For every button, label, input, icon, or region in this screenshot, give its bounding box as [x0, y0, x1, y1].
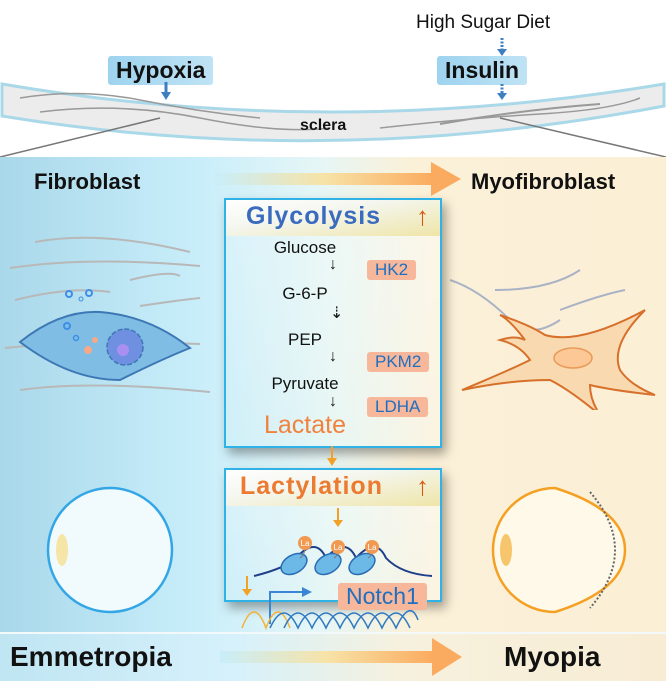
glycolysis-panel: Glycolysis ↑ Glucose ↓ HK2 G-6-P ⇣ PEP ↓…: [224, 198, 442, 448]
metabolite-pyruvate: Pyruvate: [271, 374, 339, 393]
lactate-to-lactylation-arrow: [327, 446, 337, 466]
lactyl-marks: [298, 536, 379, 554]
gene-notch1: Notch1: [338, 583, 427, 610]
fibroblast-to-myofibroblast-arrow: [215, 162, 461, 196]
metabolite-glucose: Glucose: [273, 238, 337, 257]
step-arrow-3: ↓: [329, 393, 337, 410]
sclera-band: [0, 82, 666, 143]
metabolite-g6p: G-6-P: [282, 284, 328, 303]
step-arrow-2: ↓: [329, 348, 337, 365]
myofibroblast-cell-icon: [450, 269, 656, 410]
insulin-tag: Insulin: [437, 56, 528, 85]
glycolysis-up-arrow: ↑: [416, 201, 429, 231]
diet-to-insulin-arrow: [497, 38, 507, 56]
myopia-label: Myopia: [504, 641, 601, 672]
la-mark-1: La: [301, 539, 310, 548]
sclera-label: sclera: [300, 117, 347, 134]
nucleosome-chain-icon: La La La: [253, 508, 433, 577]
lactylation-header: [226, 470, 440, 506]
transcription-icon: [241, 576, 419, 631]
la-mark-3: La: [368, 543, 377, 552]
lactylation-up-arrow: ↑: [416, 471, 429, 501]
lactylation-title: Lactylation: [240, 472, 383, 500]
sclera-illustration: [0, 82, 666, 158]
emmetropia-to-myopia-arrow: [220, 638, 462, 676]
step-arrow-1: ↓: [329, 256, 337, 273]
enzyme-hk2: HK2: [367, 260, 417, 280]
emmetropia-label: Emmetropia: [10, 641, 172, 672]
hypoxia-tag: Hypoxia: [108, 56, 214, 85]
metabolite-pep: PEP: [287, 330, 323, 349]
la-mark-2: La: [334, 543, 343, 552]
fibroblast-cell-icon: [4, 236, 211, 393]
enzyme-pkm2: PKM2: [367, 352, 430, 372]
glycolysis-header: [226, 200, 440, 236]
myofibroblast-label: Myofibroblast: [471, 169, 616, 194]
lactylation-panel: Lactylation ↑ La La La: [224, 468, 442, 602]
step-arrow-dotted: ⇣: [330, 305, 344, 322]
myopic-eye-icon: [491, 486, 627, 614]
enzyme-ldha: LDHA: [367, 397, 429, 417]
glycolysis-title: Glycolysis: [246, 202, 382, 230]
emmetropic-eye-icon: [46, 486, 174, 614]
metabolite-lactate: Lactate: [263, 411, 346, 439]
diet-label: High Sugar Diet: [416, 12, 551, 33]
fibroblast-label: Fibroblast: [34, 169, 141, 194]
